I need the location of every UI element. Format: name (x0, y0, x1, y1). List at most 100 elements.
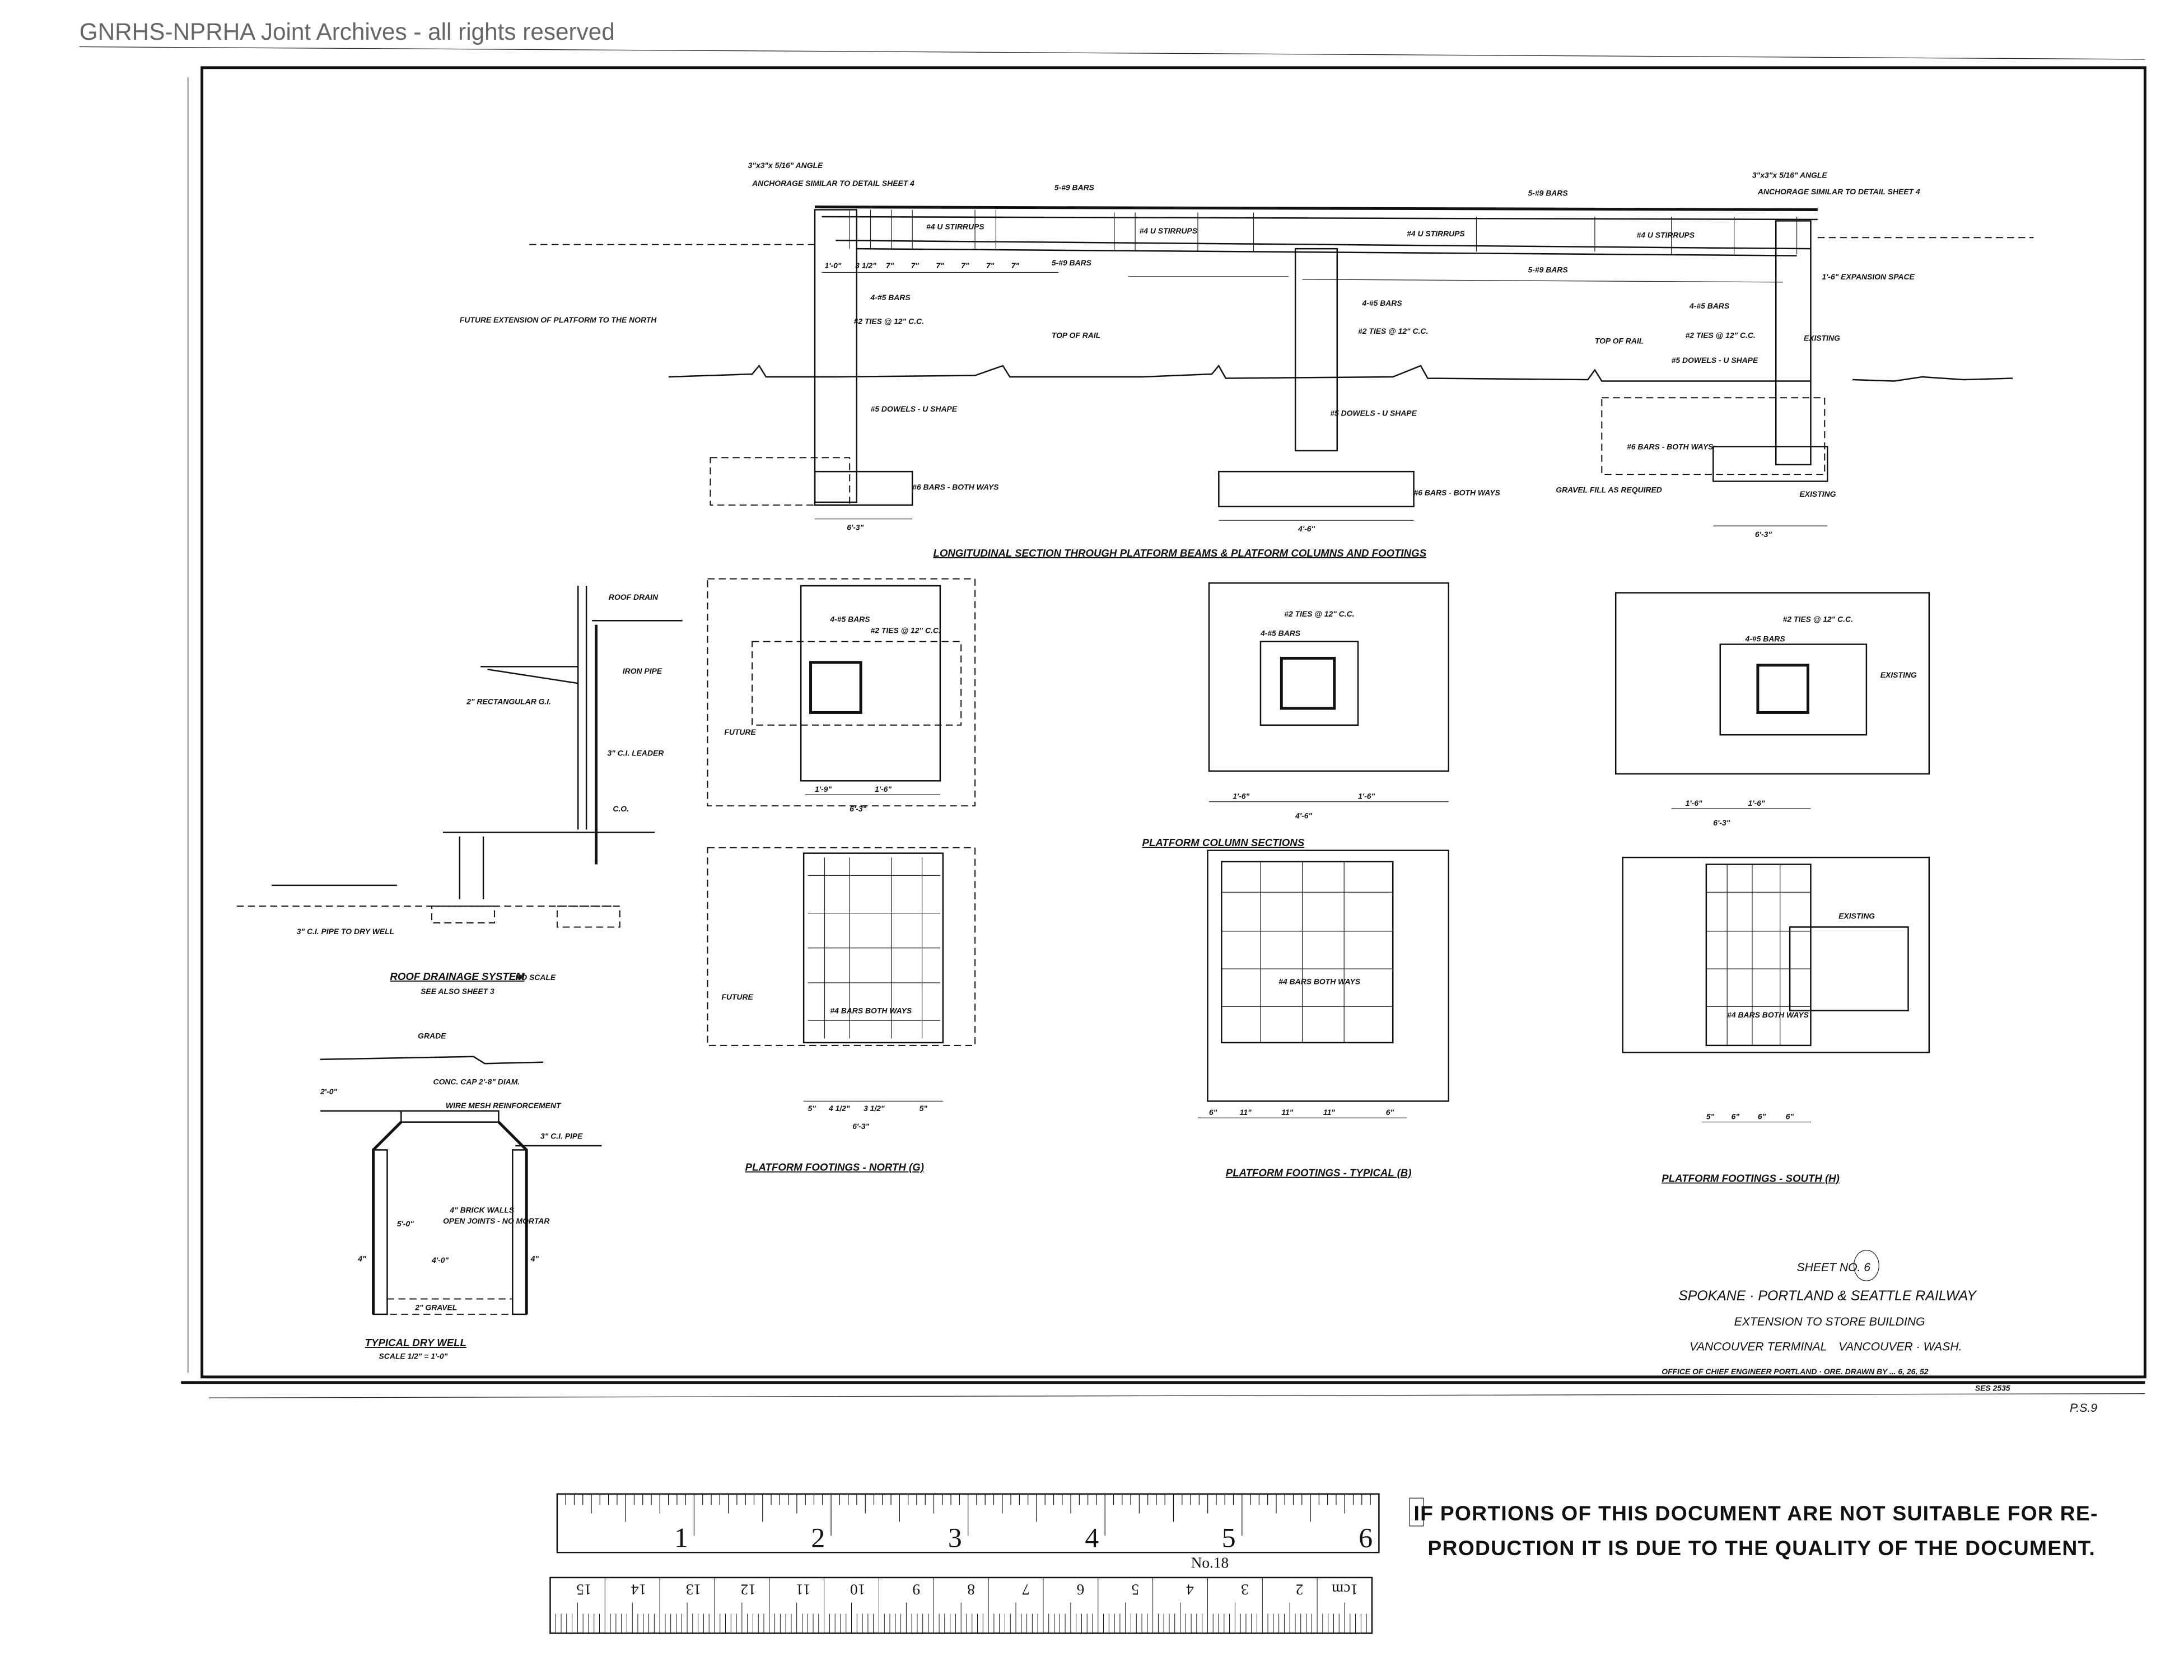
ruler-inch-label: 6 (1359, 1522, 1373, 1553)
longitudinal-section (529, 206, 2034, 526)
longitudinal-section-title: LONGITUDINAL SECTION THROUGH PLATFORM BE… (933, 547, 1426, 559)
footing-typical-title: PLATFORM FOOTINGS - TYPICAL (B) (1226, 1167, 1412, 1179)
footing-bars-label: #6 BARS - BOTH WAYS (1627, 442, 1714, 451)
anchorage-label-right: ANCHORAGE SIMILAR TO DETAIL SHEET 4 (1757, 187, 1920, 196)
ruler-cm-label: 10 (850, 1581, 865, 1598)
height-dim: 5'-0" (397, 1219, 414, 1228)
footing-dim: 6'-3" (847, 523, 864, 532)
dim: 6" (1209, 1108, 1217, 1117)
quality-notice-line1: IF PORTIONS OF THIS DOCUMENT ARE NOT SUI… (1414, 1501, 2098, 1525)
header-rule (79, 46, 2145, 60)
see-also-label: SEE ALSO SHEET 3 (421, 987, 494, 996)
ties-label: #2 TIES @ 12" C.C. (1686, 330, 1756, 339)
scale-label: NO SCALE (515, 973, 556, 982)
dim: 3 1/2" (864, 1104, 885, 1113)
ruler-cm-label: 7 (1022, 1581, 1030, 1598)
dim: 1'-9" (815, 785, 832, 794)
footing-plan-typical (1198, 850, 1449, 1118)
footing-plan-north (707, 847, 976, 1102)
future-label: FUTURE (724, 727, 756, 736)
ties-label: #2 TIES @ 12" C.C. (854, 316, 924, 325)
trim-line (209, 1393, 2145, 1398)
footing-dim: 4'-6" (1298, 524, 1315, 533)
office-line: OFFICE OF CHIEF ENGINEER PORTLAND · ORE.… (1662, 1367, 1928, 1376)
quality-notice-line2: PRODUCTION IT IS DUE TO THE QUALITY OF T… (1427, 1536, 2096, 1560)
top-bars-label: 5-#9 BARS (1528, 189, 1569, 198)
spacing-dim: 7" (911, 261, 920, 270)
page-number: P.S.9 (2070, 1402, 2097, 1415)
project-name: EXTENSION TO STORE BUILDING (1734, 1315, 1925, 1328)
column-bars-label: 4-#5 BARS (1689, 301, 1730, 310)
drawing-number: SES 2535 (1975, 1384, 2010, 1393)
column-section-north (707, 578, 976, 807)
spacing-dim: 7" (936, 261, 944, 270)
ruler-cm-label: 3 (1241, 1581, 1249, 1598)
ruler-cm-label: 11 (796, 1581, 810, 1598)
joints-label: OPEN JOINTS - NO MORTAR (443, 1216, 549, 1225)
grade-label: GRADE (418, 1031, 446, 1040)
column-sections-title: PLATFORM COLUMN SECTIONS (1142, 837, 1305, 848)
column-section-south (1614, 592, 1930, 809)
bottom-bars-label: 5-#9 BARS (1528, 265, 1569, 274)
iron-pipe-label: IRON PIPE (623, 666, 662, 675)
roof-drainage-title: ROOF DRAINAGE SYSTEM (390, 970, 525, 982)
top-bars-label: 5-#9 BARS (1054, 183, 1095, 192)
future-label: FUTURE (721, 992, 753, 1001)
ruler-cm-label: 5 (1131, 1581, 1139, 1598)
dim: 1'-6" (1748, 799, 1765, 808)
dim: 6" (1732, 1112, 1740, 1121)
dim: 4'-6" (1295, 811, 1312, 820)
bottom-bars-label: 5-#9 BARS (1052, 258, 1092, 267)
ruler-cm-label: 13 (686, 1581, 701, 1598)
column-section-typical (1208, 582, 1449, 802)
footing-plan-south (1622, 856, 1930, 1123)
mesh-label: WIRE MESH REINFORCEMENT (446, 1101, 562, 1110)
depth-dim: 2'-0" (320, 1087, 337, 1096)
column-bars-label: 4-#5 BARS (1362, 298, 1403, 307)
sheet-circle (1853, 1249, 1879, 1281)
ruler-cm-label: 6 (1077, 1581, 1085, 1598)
wall-dim: 4" (530, 1254, 539, 1263)
footing-bars-label: #6 BARS - BOTH WAYS (912, 482, 999, 491)
sheet-number: SHEET NO. 6 (1797, 1261, 1871, 1274)
future-extension-label: FUTURE EXTENSION OF PLATFORM TO THE NORT… (460, 315, 657, 324)
gravel-label: 2" GRAVEL (414, 1303, 457, 1312)
ties-label: #2 TIES @ 12" C.C. (871, 626, 941, 635)
top-of-rail-label: TOP OF RAIL (1052, 330, 1100, 339)
cleanout-label: C.O. (613, 804, 629, 813)
dry-well-detail (320, 1056, 602, 1315)
footing-dim: 6'-3" (1755, 530, 1772, 539)
column-bars-label: 4-#5 BARS (870, 293, 911, 302)
footing-bars-label: #4 BARS BOTH WAYS (830, 1006, 912, 1015)
ruler-inch-label: 5 (1222, 1522, 1236, 1553)
dim: 6" (1786, 1112, 1794, 1121)
ruler-cm-label: 2 (1296, 1581, 1304, 1598)
stirrups-label: #4 U STIRRUPS (1407, 229, 1465, 238)
ruler-cm-label: 4 (1186, 1581, 1194, 1598)
ties-label: #2 TIES @ 12" C.C. (1783, 615, 1853, 624)
pipe-label: 3" C.I. PIPE (540, 1132, 583, 1141)
scale-ruler (549, 1493, 1380, 1634)
column-bars-label: 4-#5 BARS (1745, 634, 1786, 643)
gravel-fill-label: GRAVEL FILL AS REQUIRED (1556, 485, 1662, 494)
roof-drain-label: ROOF DRAIN (609, 592, 659, 601)
ruler-cm-label: 12 (740, 1581, 755, 1598)
stirrups-label: #4 U STIRRUPS (1637, 230, 1695, 239)
ruler-cm-label: 15 (576, 1581, 591, 1598)
cap-label: CONC. CAP 2'-8" DIAM. (433, 1077, 520, 1086)
footing-bars-label: #6 BARS - BOTH WAYS (1414, 488, 1501, 497)
dim: 6" (1386, 1108, 1394, 1117)
dim: 1'-6" (1358, 792, 1375, 801)
spacing-dim: 7" (961, 261, 969, 270)
dim: 11" (1281, 1108, 1293, 1117)
dim: 11" (1323, 1108, 1335, 1117)
stirrups-label: #4 U STIRRUPS (1140, 226, 1198, 235)
footing-bars-label: #4 BARS BOTH WAYS (1278, 977, 1361, 986)
dim: 5" (808, 1104, 816, 1113)
roof-drainage-detail (236, 586, 683, 928)
walls-label: 4" BRICK WALLS (449, 1205, 514, 1214)
spacing-dim: 1'-0" (824, 261, 841, 270)
spacing-dim: 3 1/2" (855, 261, 876, 270)
wall-dim: 4" (357, 1254, 366, 1263)
